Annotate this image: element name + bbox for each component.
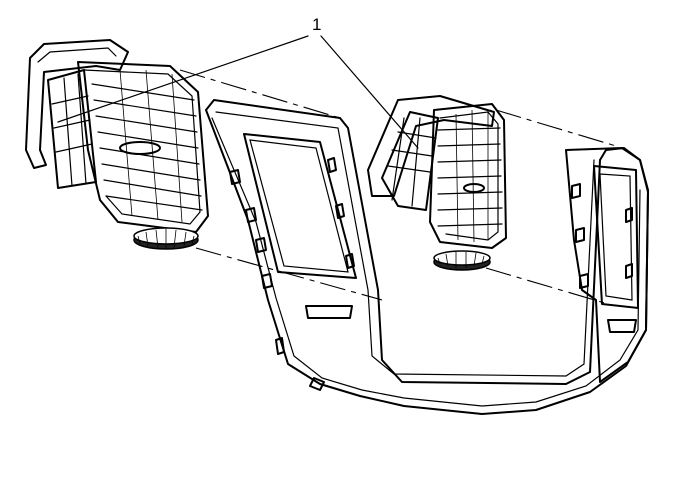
right-air-vent <box>367 95 507 271</box>
left-bezel-switch-slot <box>305 305 353 319</box>
callout-1: 1 <box>57 15 419 149</box>
leader-line-right <box>320 35 419 149</box>
left-vent-housing <box>25 39 129 169</box>
alignment-line-right-top <box>495 109 617 147</box>
left-vent-adjuster-tab <box>119 141 161 155</box>
left-bezel-outer-edge <box>211 117 641 407</box>
right-bezel-panel <box>565 147 649 383</box>
right-vent-housing <box>367 95 495 197</box>
alignment-line-left-bottom <box>195 247 383 301</box>
right-bezel-outline <box>565 147 649 383</box>
right-vent-inner-frame <box>439 111 499 241</box>
left-bezel-vent-opening <box>243 133 357 279</box>
callout-1-label: 1 <box>312 15 321 34</box>
alignment-line-right-bottom <box>485 267 609 305</box>
left-bezel-outline <box>205 99 649 415</box>
right-bezel-vent-opening <box>593 165 639 309</box>
right-vent-louver-frame <box>429 103 507 249</box>
right-bezel-clips <box>571 183 633 289</box>
left-vent-housing-edge <box>37 47 117 63</box>
left-vent-thumbwheel <box>133 227 199 250</box>
left-vent-rear-grid <box>47 69 97 189</box>
left-vent-inner-frame <box>83 69 201 225</box>
left-vent-louver-frame <box>77 61 209 233</box>
left-bezel-opening-inner <box>249 139 349 273</box>
right-vent-thumbwheel <box>433 250 491 271</box>
alignment-line-left-top <box>179 69 341 119</box>
right-bezel-switch-slot <box>607 319 637 333</box>
left-bezel-inner-edge <box>215 111 595 377</box>
right-vent-adjuster-tab <box>463 183 485 193</box>
left-bezel-panel <box>205 99 649 415</box>
right-bezel-opening-inner <box>599 173 633 301</box>
left-bezel-clips <box>229 157 355 391</box>
left-air-vent <box>25 39 209 250</box>
right-vent-louvers <box>437 109 503 243</box>
alignment-lines <box>179 69 617 305</box>
